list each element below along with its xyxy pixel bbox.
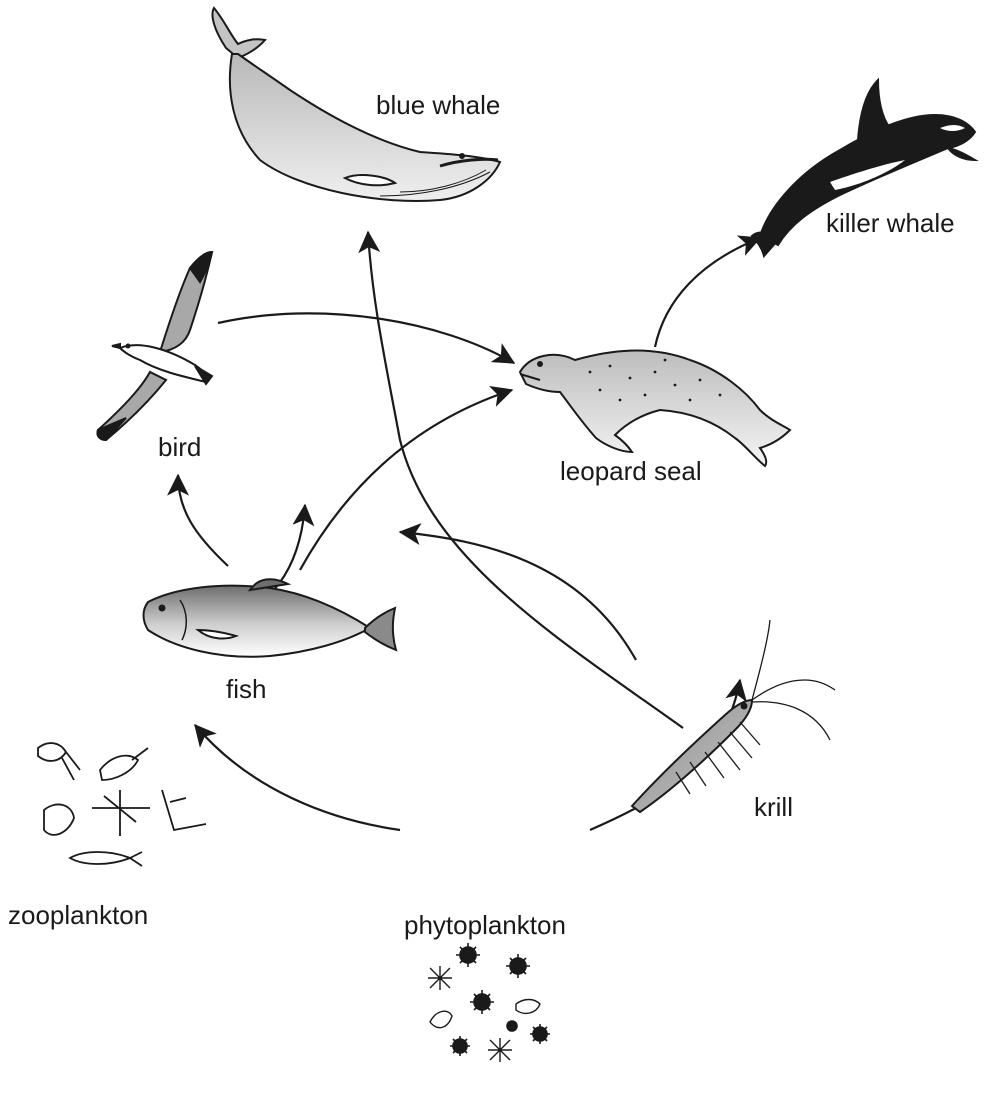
- label-blue-whale: blue whale: [376, 90, 500, 121]
- arrow-fish-to-bird: [178, 475, 228, 566]
- phyto-cell: [456, 943, 480, 967]
- phytoplankton-illustration: [428, 943, 550, 1062]
- phyto-star: [488, 1038, 512, 1062]
- phyto-cell: [450, 1036, 470, 1056]
- label-killer-whale: killer whale: [826, 208, 955, 239]
- label-fish: fish: [226, 674, 266, 705]
- krill-illustration: [632, 620, 835, 812]
- arrow-phytoplankton-to-krill: [590, 680, 740, 830]
- label-bird: bird: [158, 432, 201, 463]
- label-phytoplankton: phytoplankton: [404, 910, 566, 941]
- label-krill: krill: [754, 792, 793, 823]
- arrow-leopard-seal-to-killer-whale: [655, 238, 760, 347]
- phyto-star: [428, 966, 452, 990]
- arrow-fish-to-leopard-seal: [300, 390, 512, 570]
- bird-illustration: [97, 252, 212, 440]
- phyto-cell: [507, 1021, 517, 1031]
- fish-illustration: [144, 579, 397, 657]
- arrow-bird-to-leopard-seal: [218, 313, 514, 363]
- phyto-cell: [506, 954, 530, 978]
- phyto-cell: [470, 990, 494, 1014]
- label-leopard-seal: leopard seal: [560, 456, 702, 487]
- phyto-cell: [530, 1024, 550, 1044]
- leopard-seal-illustration: [520, 351, 790, 466]
- arrow-phytoplankton-to-zooplankton: [195, 725, 400, 830]
- arrows: [178, 232, 760, 830]
- arrow-krill-to-fish: [400, 532, 636, 660]
- zooplankton-illustration: [38, 743, 206, 866]
- label-zooplankton: zooplankton: [8, 900, 148, 931]
